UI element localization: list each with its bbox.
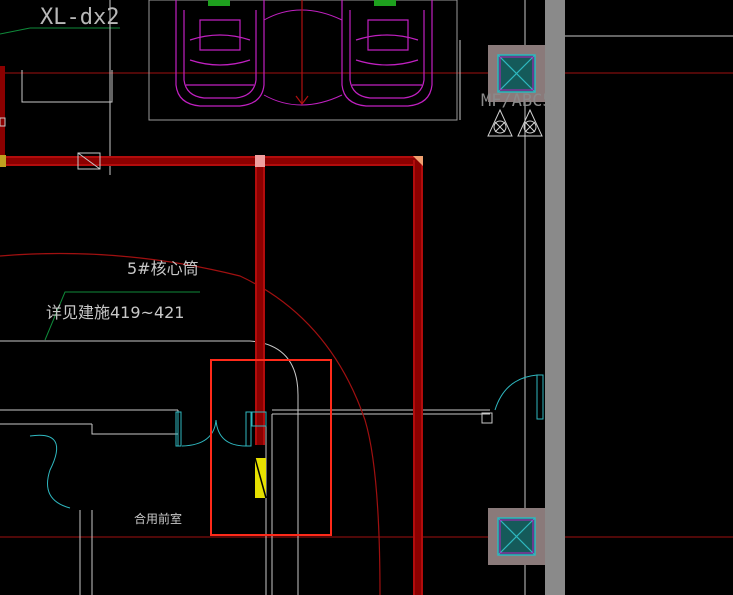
center-riser-pipe [251,155,267,445]
structural-column [545,0,565,595]
car-right-marker [374,0,396,6]
car-left-marker [208,0,230,6]
car-left [175,0,265,107]
car-right [341,0,433,107]
parking-bay-outline [148,0,458,121]
annotation-highlight-box[interactable] [210,359,332,536]
fan-box-top [488,45,545,102]
cable-tag-label: XL-dx2 [40,5,119,30]
direction-arrow [295,0,309,105]
fan-box-bottom [488,508,545,565]
equipment-tag-label: MF/ABC5 [481,91,553,111]
right-riser-pipe [413,156,423,595]
room-name-label: 合用前室 [134,511,182,526]
core-tube-label: 5#核心筒 [127,259,199,278]
core-tube-arc [0,252,381,595]
axis-lines [0,72,733,538]
main-pipe [0,156,418,166]
left-riser-pipe [0,66,6,167]
green-leaders [0,27,200,341]
pipe-valve [77,152,101,170]
equipment-symbols [487,108,543,137]
parking-bay [148,0,458,121]
detail-ref-label: 详见建施419~421 [46,303,185,322]
lane-arcs [263,9,343,106]
